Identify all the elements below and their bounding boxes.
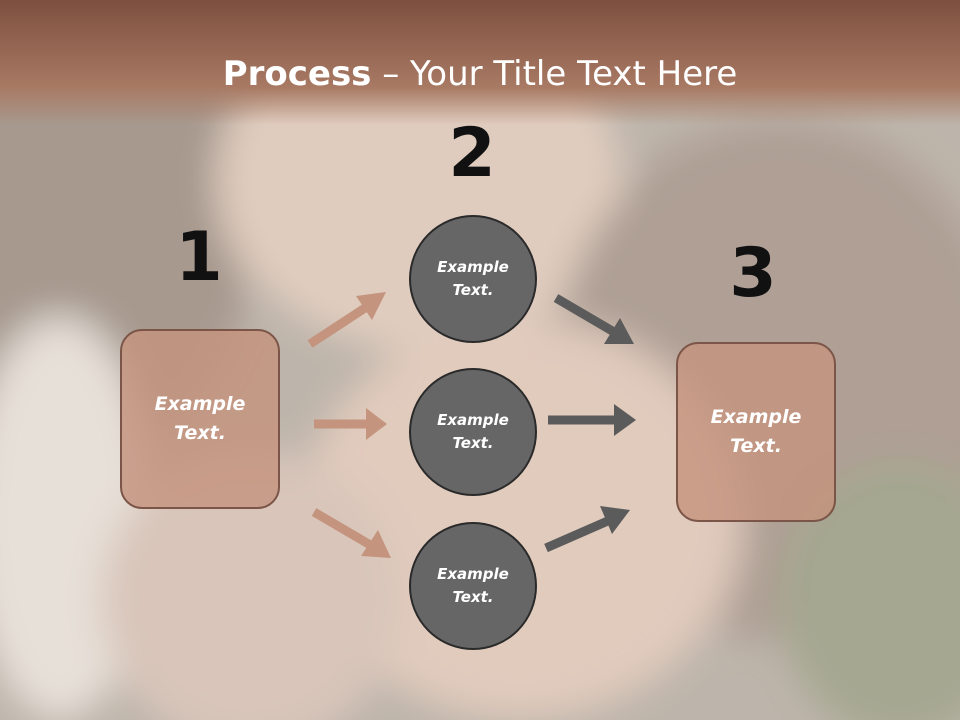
circle-top-label: Example Text. [437, 258, 509, 299]
title-bar [0, 0, 960, 125]
step-number-1: 1 [175, 218, 223, 297]
circle-bottom-label: Example Text. [437, 565, 509, 606]
title-rest: – Your Title Text Here [371, 54, 738, 94]
circle-middle-label: Example Text. [437, 411, 509, 452]
arrow-left-to-middle [314, 408, 387, 440]
title-bold: Process [222, 54, 372, 94]
arrow-bottom-to-right [544, 506, 630, 553]
right-box: Example Text. [676, 342, 836, 522]
right-box-label: Example Text. [710, 406, 802, 457]
arrow-left-to-bottom [311, 508, 391, 558]
arrow-left-to-top [307, 292, 386, 348]
step-number-2: 2 [448, 114, 496, 193]
left-box: Example Text. [120, 329, 280, 509]
arrow-middle-to-right [548, 404, 636, 436]
slide-title: Process – Your Title Text Here [0, 52, 960, 96]
step-number-3: 3 [729, 234, 777, 313]
circle-middle: Example Text. [409, 368, 537, 496]
arrow-top-to-right [553, 294, 634, 344]
left-box-label: Example Text. [154, 393, 246, 444]
circle-bottom: Example Text. [409, 522, 537, 650]
circle-top: Example Text. [409, 215, 537, 343]
